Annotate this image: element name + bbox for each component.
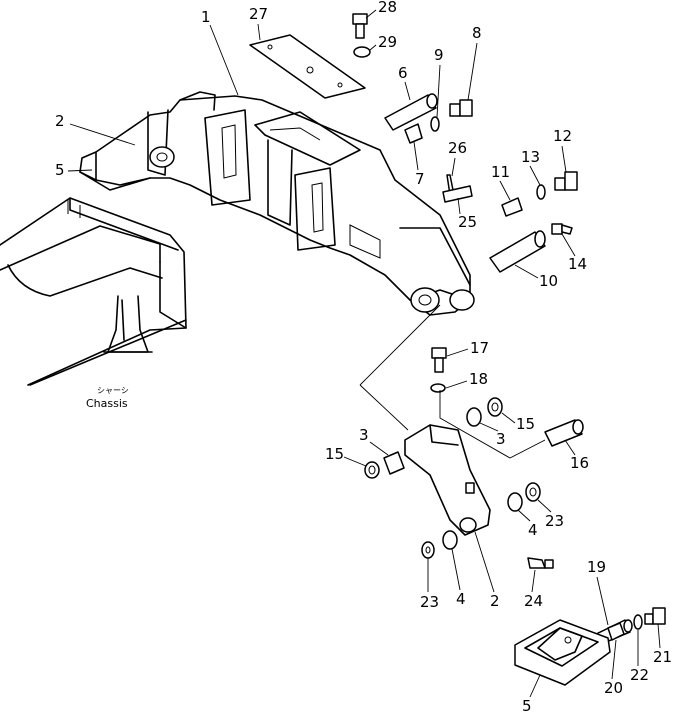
- callout-9: 9: [434, 46, 444, 64]
- callout-20: 20: [604, 679, 623, 697]
- stopper-7: [404, 123, 423, 144]
- callout-7: 7: [415, 170, 425, 188]
- seal-23: [525, 482, 541, 502]
- bolt-12: [554, 171, 578, 191]
- callout-6: 6: [398, 64, 408, 82]
- washer-13: [536, 184, 546, 200]
- bracket-pad-5: [514, 619, 611, 686]
- callout-15: 15: [516, 415, 535, 433]
- stopper-20: [607, 622, 625, 641]
- callout-12: 12: [553, 127, 572, 145]
- seal-15: [487, 397, 503, 417]
- callout-23-left: 23: [420, 593, 439, 611]
- pin-6: [384, 93, 438, 131]
- callout-22: 22: [630, 666, 649, 684]
- callout-10: 10: [539, 272, 558, 290]
- callout-29: 29: [378, 33, 397, 51]
- seal-23-left: [421, 541, 435, 559]
- callout-5-lower: 5: [522, 697, 532, 712]
- shim-25: [442, 185, 473, 203]
- bolt-17: [431, 347, 447, 373]
- chassis-label: Chassis: [86, 397, 128, 410]
- stopper-11: [501, 197, 523, 217]
- bushing-4: [507, 492, 523, 512]
- callout-16: 16: [570, 454, 589, 472]
- callout-14: 14: [568, 255, 587, 273]
- washer-29: [353, 46, 371, 58]
- callout-27: 27: [249, 5, 268, 23]
- grease-fitting-14: [551, 223, 573, 235]
- callout-18: 18: [469, 370, 488, 388]
- bushing-3: [466, 407, 482, 427]
- pin-16: [544, 419, 584, 447]
- link-arm: [404, 424, 491, 536]
- callout-11: 11: [491, 163, 510, 181]
- callout-28: 28: [378, 0, 397, 16]
- washer-18: [430, 383, 446, 393]
- washer-22: [633, 614, 643, 630]
- callout-3-left: 3: [359, 426, 369, 444]
- bolt-8: [449, 99, 473, 117]
- chassis-frame: [0, 197, 187, 386]
- chassis-label-jp: シャーシ: [97, 386, 129, 395]
- callout-21: 21: [653, 648, 672, 666]
- callout-8: 8: [472, 24, 482, 42]
- pin-10: [489, 230, 546, 273]
- callout-23: 23: [545, 512, 564, 530]
- callout-24: 24: [524, 592, 543, 610]
- callout-5: 5: [55, 161, 65, 179]
- callout-4-left: 4: [456, 590, 466, 608]
- callout-17: 17: [470, 339, 489, 357]
- cover-plate: [249, 34, 366, 99]
- callout-1: 1: [201, 8, 211, 26]
- bolt-28: [352, 13, 368, 39]
- bushing-4-left: [442, 530, 458, 550]
- grease-fitting-24: [527, 557, 554, 569]
- seal-15-left: [364, 461, 380, 479]
- washer-9: [430, 116, 440, 132]
- callout-2-lower: 2: [490, 592, 500, 610]
- callout-3: 3: [496, 430, 506, 448]
- callout-25: 25: [458, 213, 477, 231]
- callout-4: 4: [528, 521, 538, 539]
- callout-26: 26: [448, 139, 467, 157]
- callout-15-left: 15: [325, 445, 344, 463]
- callout-13: 13: [521, 148, 540, 166]
- callout-labels: 1 2 5 27 28 29 6 9 8 7 26 25 12 13 11 14…: [55, 0, 672, 712]
- main-frame-beam: [79, 91, 475, 316]
- callout-2: 2: [55, 112, 65, 130]
- callout-19: 19: [587, 558, 606, 576]
- bolt-21: [644, 607, 666, 625]
- bushing-3-left: [383, 451, 405, 475]
